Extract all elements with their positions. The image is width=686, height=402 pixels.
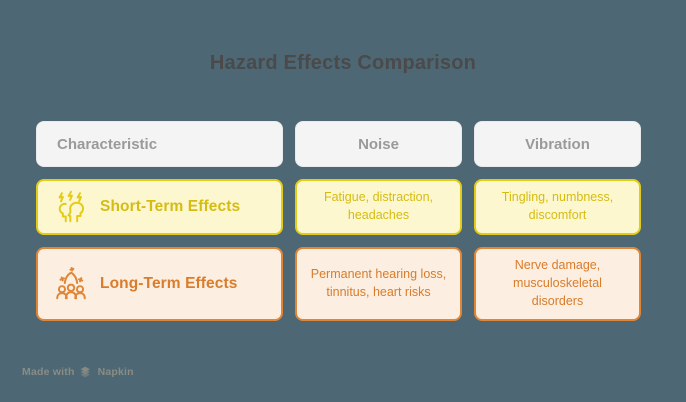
cell-text-long-term-noise: Permanent hearing loss, tinnitus, heart … — [310, 267, 447, 299]
cell-long-term-vibration: Nerve damage, musculoskeletal disorders — [474, 247, 641, 321]
cell-long-term-noise: Permanent hearing loss, tinnitus, heart … — [295, 247, 462, 321]
header-label-characteristic: Characteristic — [57, 135, 158, 153]
comparison-table: Characteristic Noise Vibration — [36, 121, 641, 321]
header-cell-noise: Noise — [295, 121, 462, 167]
row-label-short-term: Short-Term Effects — [100, 198, 241, 215]
row-label-cell-short-term: Short-Term Effects — [36, 179, 283, 235]
napkin-logo-icon — [80, 366, 93, 378]
table-row-long-term: Long-Term Effects Permanent hearing loss… — [36, 247, 641, 321]
footer-made-with-label: Made with — [22, 366, 75, 378]
cell-text-short-term-noise: Fatigue, distraction, headaches — [323, 190, 434, 222]
header-cell-vibration: Vibration — [474, 121, 641, 167]
cell-short-term-noise: Fatigue, distraction, headaches — [295, 179, 462, 235]
cell-text-long-term-vibration: Nerve damage, musculoskeletal disorders — [513, 258, 602, 308]
header-label-vibration: Vibration — [525, 135, 590, 153]
table-header-row: Characteristic Noise Vibration — [36, 121, 641, 167]
header-cell-characteristic: Characteristic — [36, 121, 283, 167]
page-title: Hazard Effects Comparison — [209, 52, 477, 74]
cell-text-short-term-vibration: Tingling, numbness, discomfort — [501, 190, 614, 222]
cell-short-term-vibration: Tingling, numbness, discomfort — [474, 179, 641, 235]
row-label-cell-long-term: Long-Term Effects — [36, 247, 283, 321]
row-label-long-term: Long-Term Effects — [100, 275, 238, 292]
table-row-short-term: Short-Term Effects Fatigue, distraction,… — [36, 179, 641, 235]
napkin-watermark[interactable]: Made with Napkin — [22, 366, 134, 378]
headache-heads-icon — [52, 188, 90, 226]
footer-brand-label: Napkin — [97, 366, 134, 378]
header-label-noise: Noise — [358, 135, 399, 153]
people-group-icon — [52, 265, 90, 303]
